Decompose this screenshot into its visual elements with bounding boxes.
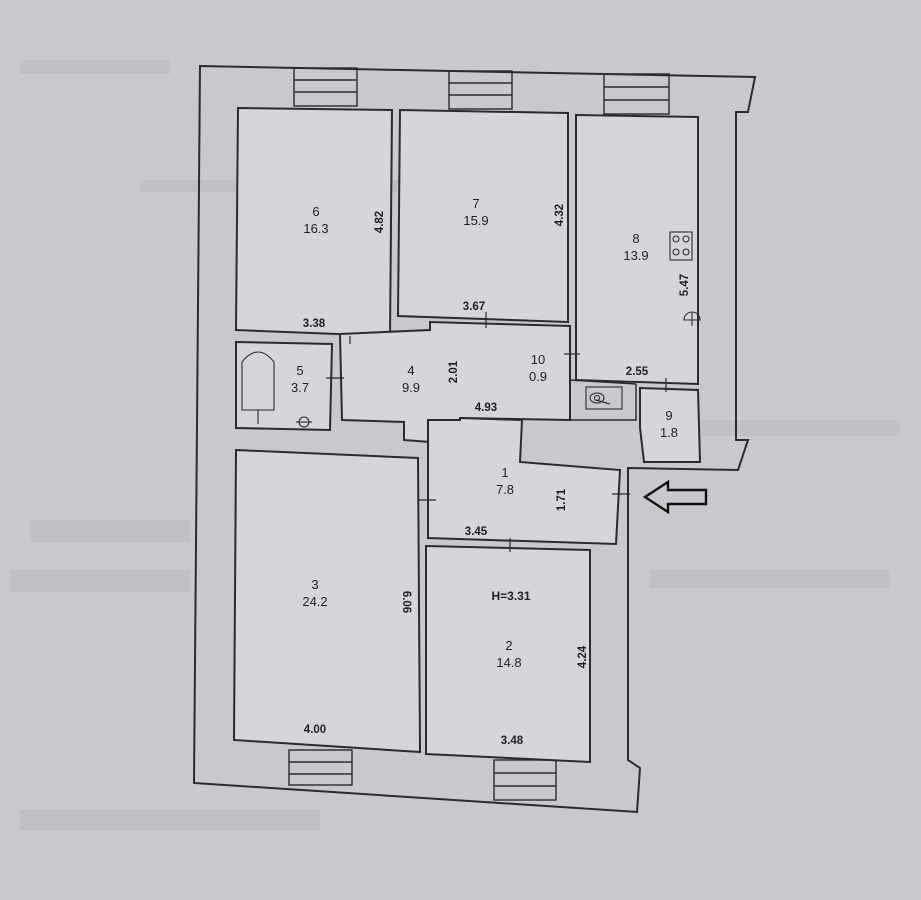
window-room3 [288, 749, 353, 786]
kitchen-sink-icon [683, 311, 701, 326]
room-2-shape [425, 544, 591, 764]
room-6-area: 16.3 [303, 221, 328, 236]
dim-room7-height: 4.32 [554, 204, 566, 226]
stove-icon [669, 231, 693, 261]
dim-room3-height: 6.06 [400, 591, 412, 613]
room-labels: 6 16.3 7 15.9 8 13.9 5 3.7 4 9.9 10 0.9 … [291, 196, 678, 670]
toilet-icon [585, 386, 623, 410]
windows [288, 67, 670, 801]
room-3-shape [232, 448, 422, 754]
room-10-number: 10 [531, 352, 545, 367]
room-8-number: 8 [632, 231, 639, 246]
room-10-area: 0.9 [529, 369, 547, 384]
room-7-number: 7 [472, 196, 479, 211]
room-1-area: 7.8 [496, 482, 514, 497]
room-5-number: 5 [296, 363, 303, 378]
room-5-area: 3.7 [291, 380, 309, 395]
sink-icon [296, 416, 312, 428]
room-9-area: 1.8 [660, 425, 678, 440]
room-7-area: 15.9 [463, 213, 488, 228]
room-shapes [232, 106, 702, 764]
dim-room6-height: 4.82 [374, 211, 386, 233]
dim-room4-height: 2.01 [448, 360, 460, 383]
room-8-shape [575, 113, 699, 386]
dim-room2-width: 3.48 [501, 735, 524, 747]
room-4-area: 9.9 [402, 380, 420, 395]
room-3-area: 24.2 [302, 594, 327, 609]
room-9-number: 9 [665, 408, 672, 423]
ceiling-height-label: H=3.31 [491, 589, 530, 603]
dim-room6-width: 3.38 [303, 318, 326, 330]
room-1-number: 1 [501, 465, 508, 480]
arrow-left-icon [642, 479, 708, 515]
room-7-shape [396, 108, 569, 324]
room-9-shape [639, 386, 702, 463]
dimension-labels: 4.82 3.38 4.32 3.67 5.47 2.55 2.01 4.93 … [303, 204, 691, 747]
dim-room3-width: 4.00 [304, 724, 326, 736]
room-8-area: 13.9 [623, 248, 648, 263]
bathtub-icon [241, 351, 275, 424]
window-room7 [448, 70, 513, 110]
dim-room7-width: 3.67 [463, 301, 485, 313]
room-10-shape [569, 379, 637, 421]
dim-room8-width: 2.55 [626, 366, 649, 378]
room-4-number: 4 [407, 363, 414, 378]
window-room2 [493, 759, 557, 801]
room-3-number: 3 [311, 577, 318, 592]
window-room8 [603, 73, 670, 115]
dim-room2-height: 4.24 [577, 645, 589, 668]
room-5-shape [235, 340, 334, 432]
room-2-number: 2 [505, 638, 512, 653]
room-1-shape [427, 416, 622, 546]
dim-room1-height: 1.71 [556, 488, 568, 511]
dim-room8-height: 5.47 [679, 274, 691, 296]
fixtures [241, 231, 701, 428]
dim-room1-width: 3.45 [465, 526, 488, 538]
window-room6 [293, 67, 358, 107]
dim-room4-width: 4.93 [475, 402, 497, 414]
room-2-area: 14.8 [496, 655, 521, 670]
room-6-number: 6 [312, 204, 319, 219]
outer-walls [192, 64, 757, 814]
